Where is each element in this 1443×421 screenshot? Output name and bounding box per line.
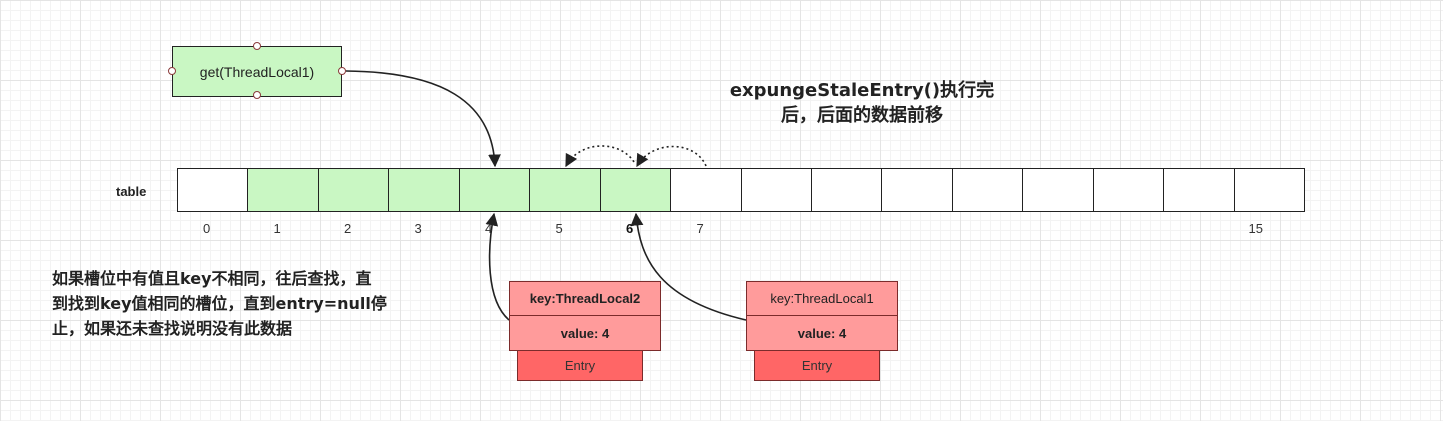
table-slot bbox=[459, 168, 531, 212]
title-line-2: 后，后面的数据前移 bbox=[781, 105, 943, 126]
get-call-node: get(ThreadLocal1) bbox=[172, 46, 342, 97]
table-slot bbox=[1093, 168, 1165, 212]
table-slot bbox=[178, 168, 249, 212]
table-slot bbox=[530, 168, 601, 212]
slot-index: 0 bbox=[203, 221, 211, 236]
entry-threadlocal2: key:ThreadLocal2 value: 4 Entry bbox=[509, 281, 661, 381]
port-left bbox=[168, 67, 176, 75]
table-slot bbox=[671, 168, 742, 212]
slot-index: 3 bbox=[414, 221, 422, 236]
slot-index: 2 bbox=[344, 221, 352, 236]
note-line: 如果槽位中有值且key不相同，往后查找，直 bbox=[52, 269, 372, 288]
table-slot bbox=[600, 168, 672, 212]
note-line: 止，如果还未查找说明没有此数据 bbox=[52, 319, 293, 338]
port-bottom bbox=[253, 91, 261, 99]
search-rule-note: 如果槽位中有值且key不相同，往后查找，直 到找到key值相同的槽位，直到ent… bbox=[52, 266, 432, 341]
slot-index: 15 bbox=[1248, 221, 1263, 236]
title-line-1: expungeStaleEntry()执行完 bbox=[729, 80, 995, 101]
entry-key: key:ThreadLocal1 bbox=[746, 281, 898, 316]
diagram-title: expungeStaleEntry()执行完 后，后面的数据前移 bbox=[712, 78, 1012, 128]
entry-threadlocal1: key:ThreadLocal1 value: 4 Entry bbox=[746, 281, 898, 381]
slot-index: 5 bbox=[555, 221, 563, 236]
slot-index: 7 bbox=[696, 221, 704, 236]
hash-table-slots bbox=[177, 168, 1305, 212]
table-slot bbox=[882, 168, 953, 212]
get-call-label: get(ThreadLocal1) bbox=[199, 63, 315, 80]
slot-index: 4 bbox=[485, 221, 493, 236]
table-slot bbox=[811, 168, 883, 212]
table-slot bbox=[389, 168, 460, 212]
entry-tag: Entry bbox=[754, 351, 880, 381]
port-top bbox=[253, 42, 261, 50]
port-right bbox=[338, 67, 346, 75]
entry-tag: Entry bbox=[517, 351, 643, 381]
table-slot bbox=[1164, 168, 1235, 212]
note-line: 到找到key值相同的槽位，直到entry=null停 bbox=[52, 294, 387, 313]
get-call-arrow bbox=[345, 70, 501, 168]
table-label: table bbox=[116, 184, 147, 199]
table-slot bbox=[318, 168, 390, 212]
entry-value: value: 4 bbox=[509, 316, 661, 351]
table-slot bbox=[741, 168, 812, 212]
table-slot bbox=[952, 168, 1024, 212]
shift-arrow-6-to-5 bbox=[565, 145, 635, 168]
slot-index: 6 bbox=[626, 221, 634, 236]
slot-index: 1 bbox=[273, 221, 281, 236]
entry-key: key:ThreadLocal2 bbox=[509, 281, 661, 316]
table-slot bbox=[248, 168, 319, 212]
table-slot bbox=[1023, 168, 1094, 212]
entry-value: value: 4 bbox=[746, 316, 898, 351]
table-slot bbox=[1234, 168, 1305, 212]
entry-arrow-threadlocal2 bbox=[485, 212, 510, 321]
shift-arrow-7-to-6 bbox=[636, 145, 707, 168]
